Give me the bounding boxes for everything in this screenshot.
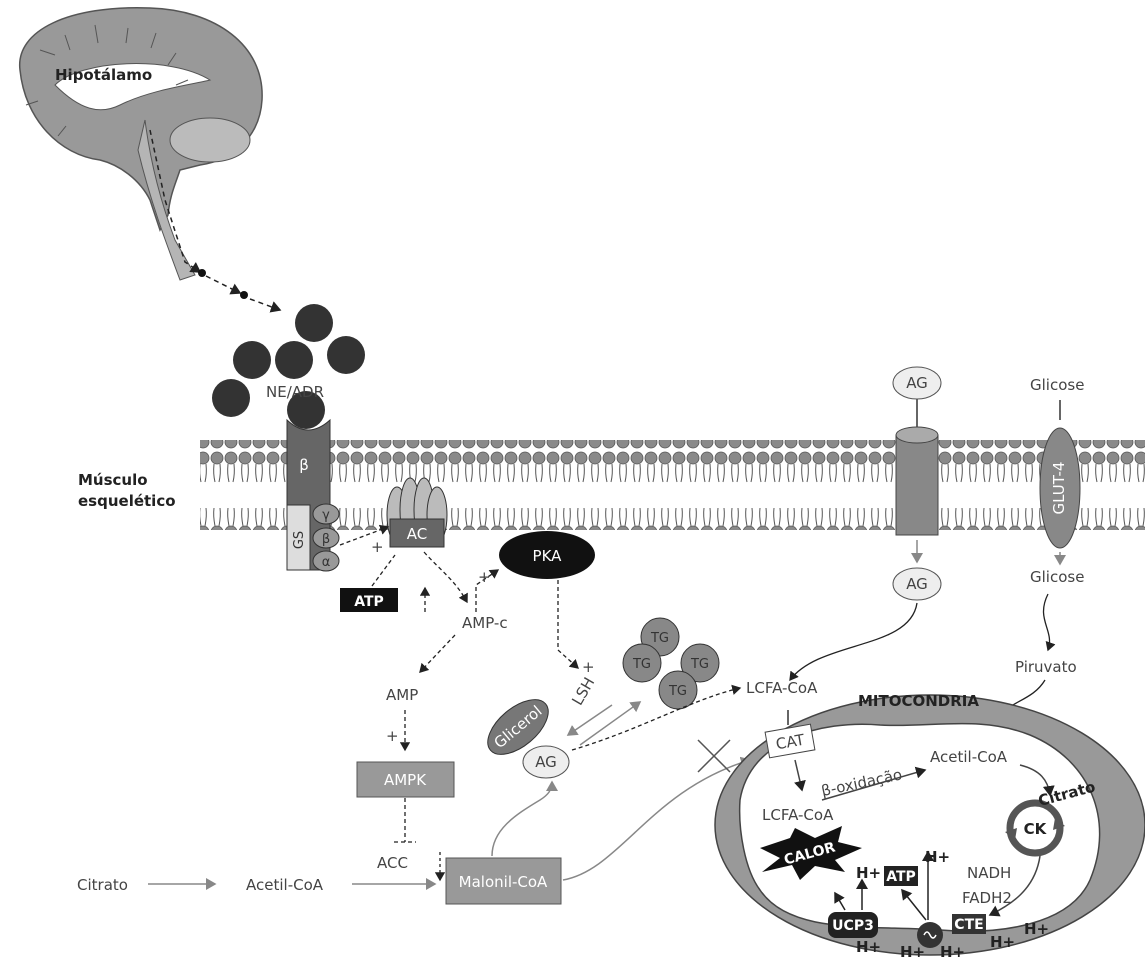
citrato-left-label: Citrato (77, 876, 128, 894)
signal-arrow-3 (250, 299, 280, 310)
glicose-top-label: Glicose (1030, 376, 1084, 394)
receptor-beta-label: β (299, 456, 309, 474)
pka-to-lsh-arrow (558, 580, 578, 668)
ampk-inhibits-acc (394, 798, 416, 842)
ac-to-campc-arrow (424, 552, 467, 602)
ck-label: CK (1024, 820, 1048, 838)
lipolysis-forward-arrow (580, 702, 640, 745)
signal-arrow-2 (206, 276, 240, 293)
membrane-label-line2: esquelético (78, 492, 176, 510)
signal-dot-2 (240, 291, 248, 299)
signal-dot-1 (198, 269, 206, 277)
ag-top-label: AG (906, 374, 928, 392)
malonil-to-ag-arrow (492, 782, 552, 856)
cell-membrane (200, 440, 1145, 530)
membrane-label-line1: Músculo (78, 471, 148, 489)
hplus-4: H+ (900, 943, 925, 960)
atp-mito-label: ATP (886, 869, 916, 885)
alpha-label: α (322, 555, 331, 570)
piruvato-label: Piruvato (1015, 658, 1077, 676)
hplus-3: H+ (856, 938, 881, 956)
plus-ac: + (371, 538, 384, 556)
cte-label: CTE (954, 917, 983, 933)
ampk-label: AMPK (384, 771, 427, 789)
tg-label-2: TG (632, 657, 651, 672)
beta-sub-label: β (322, 532, 330, 547)
pka-text: PKA (533, 547, 563, 565)
ne-adr-molecules (212, 304, 365, 429)
hplus-6: H+ (990, 933, 1015, 951)
lsh-label: LSH (568, 674, 598, 708)
gamma-label: γ (322, 508, 330, 523)
mito-lcfa-coa-label: LCFA-CoA (762, 806, 834, 824)
glut4-label: GLUT-4 (1050, 462, 1068, 515)
fadh2-label: FADH2 (962, 889, 1012, 907)
mito-acetil-coa-label: Acetil-CoA (930, 748, 1008, 766)
hplus-2: H+ (925, 848, 950, 866)
tg-label-1: TG (650, 631, 669, 646)
plus-ampk: + (386, 727, 399, 745)
hplus-1: H+ (856, 864, 881, 882)
acetil-coa-left-label: Acetil-CoA (246, 876, 324, 894)
hplus-5: H+ (940, 943, 965, 960)
tg-label-4: TG (668, 684, 687, 699)
ag-to-lcfa-path (790, 603, 917, 680)
acc-label: ACC (377, 854, 408, 872)
gs-label: GS (292, 531, 307, 549)
ucp3-label: UCP3 (832, 918, 874, 934)
mitochondria-title: MITOCONDRIA (858, 692, 979, 710)
atp-to-ac-line (372, 555, 395, 586)
nadh-label: NADH (967, 864, 1011, 882)
atp-label: ATP (354, 594, 384, 610)
plus-lsh: + (582, 658, 595, 676)
tg-label-3: TG (690, 657, 709, 672)
brain-illustration (20, 8, 262, 280)
ag-to-lcfa-arrow (572, 688, 740, 750)
amp-c-label: AMP-c (462, 614, 508, 632)
amp-label: AMP (386, 686, 418, 704)
ag-small-label: AG (535, 753, 557, 771)
malonil-coa-label: Malonil-CoA (459, 873, 548, 891)
ne-adr-label: NE/ADR (266, 383, 324, 401)
hplus-7: H+ (1024, 920, 1049, 938)
ag-transporter (896, 427, 938, 535)
inhibition-cross (698, 740, 730, 772)
lipolysis-back-arrow (568, 705, 612, 735)
campc-to-amp-arrow (420, 635, 455, 672)
glicose-mid-label: Glicose (1030, 568, 1084, 586)
ag-mid-label: AG (906, 575, 928, 593)
plus-pka: + (478, 568, 491, 586)
lcfa-coa-out-label: LCFA-CoA (746, 679, 818, 697)
hypothalamus-label: Hipotálamo (55, 66, 152, 84)
ac-label: AC (407, 525, 427, 543)
glucose-to-piruvato-arrow (1043, 594, 1049, 650)
